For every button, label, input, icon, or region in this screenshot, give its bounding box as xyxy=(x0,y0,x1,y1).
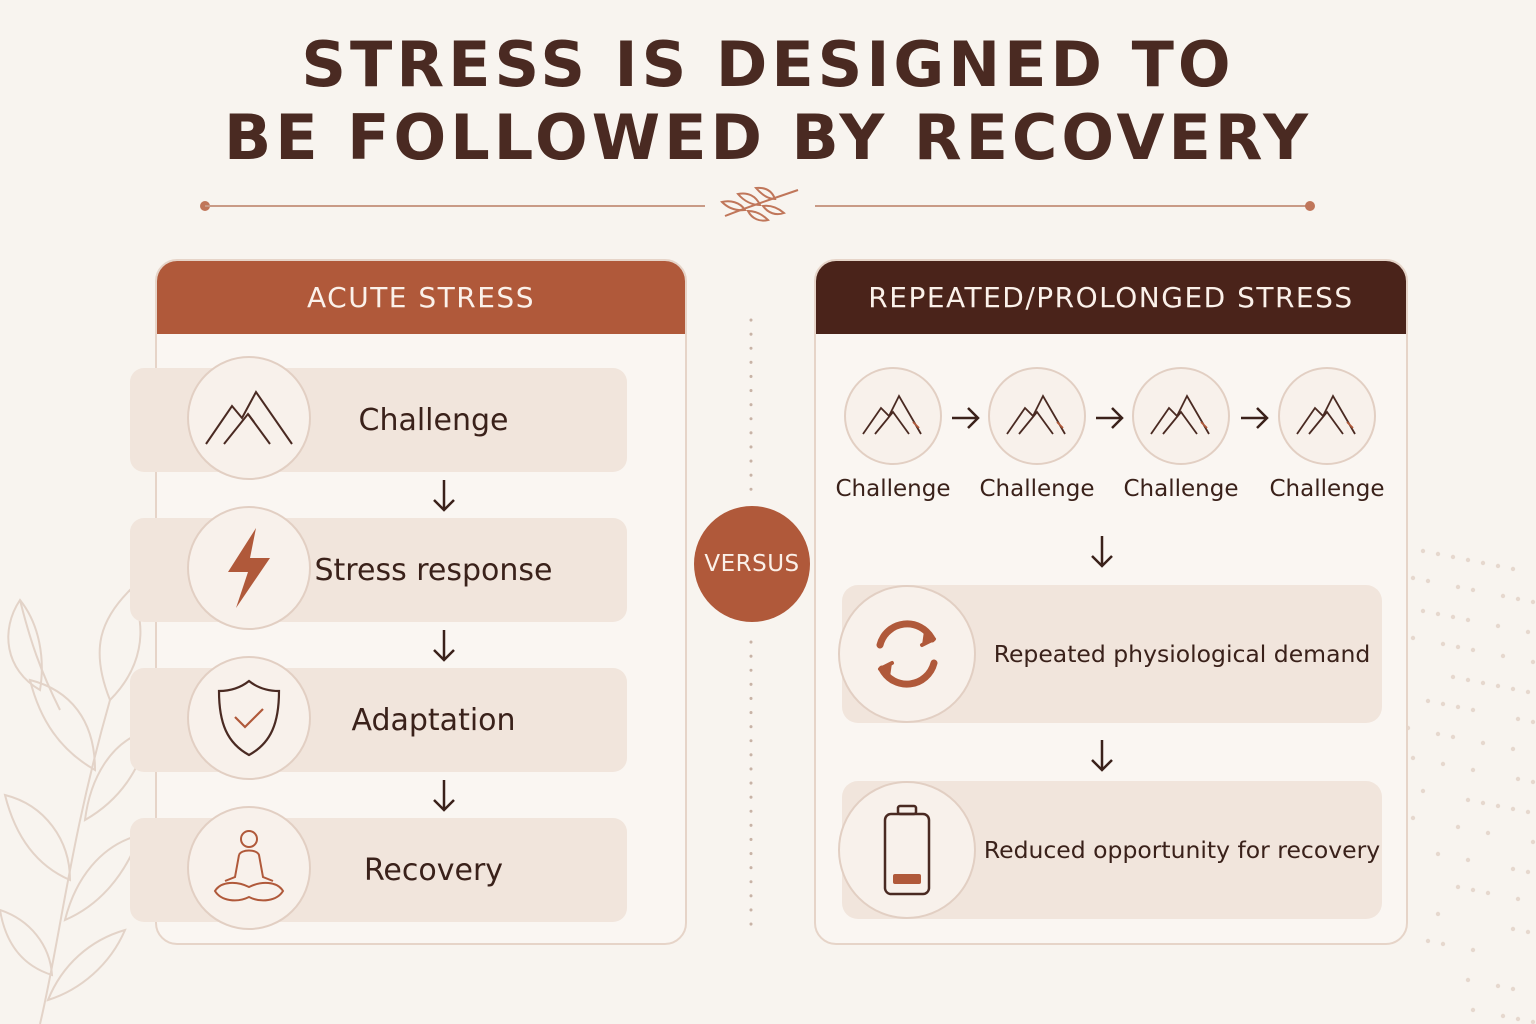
down-arrow-1 xyxy=(430,476,458,516)
mountain-icon xyxy=(1278,367,1376,465)
challenge-label-3: Challenge xyxy=(1116,476,1246,502)
right-arrow-2 xyxy=(1094,404,1126,432)
challenge-label-4: Challenge xyxy=(1262,476,1392,502)
title-line-1: STRESS IS DESIGNED TO xyxy=(0,28,1536,101)
dots-decoration-right xyxy=(1400,540,1536,1024)
down-arrow-3 xyxy=(430,776,458,816)
sprig-icon xyxy=(722,188,798,221)
shield-check-icon xyxy=(187,656,311,780)
mountain-icon xyxy=(1132,367,1230,465)
challenge-label-1: Challenge xyxy=(828,476,958,502)
dotted-separator-top xyxy=(749,318,753,498)
title-divider xyxy=(200,186,1320,226)
mountain-icon xyxy=(988,367,1086,465)
dotted-separator-bottom xyxy=(749,640,753,930)
title-line-2: BE FOLLOWED BY RECOVERY xyxy=(0,101,1536,174)
down-arrow-2 xyxy=(430,626,458,666)
mountain-icon xyxy=(187,356,311,480)
right-arrow-1 xyxy=(950,404,982,432)
page-title: STRESS IS DESIGNED TO BE FOLLOWED BY REC… xyxy=(0,28,1536,174)
down-arrow-5 xyxy=(1088,736,1116,776)
down-arrow-4 xyxy=(1088,532,1116,572)
mountain-icon xyxy=(844,367,942,465)
lightning-icon xyxy=(187,506,311,630)
leaf-decoration-left xyxy=(0,580,170,1024)
acute-stress-header: ACUTE STRESS xyxy=(157,261,685,334)
right-arrow-3 xyxy=(1239,404,1271,432)
prolonged-stress-header: REPEATED/PROLONGED STRESS xyxy=(816,261,1406,334)
cycle-arrows-icon xyxy=(838,585,976,723)
meditation-icon xyxy=(187,806,311,930)
challenge-label-2: Challenge xyxy=(972,476,1102,502)
versus-badge: VERSUS xyxy=(694,506,810,622)
low-battery-icon xyxy=(838,781,976,919)
